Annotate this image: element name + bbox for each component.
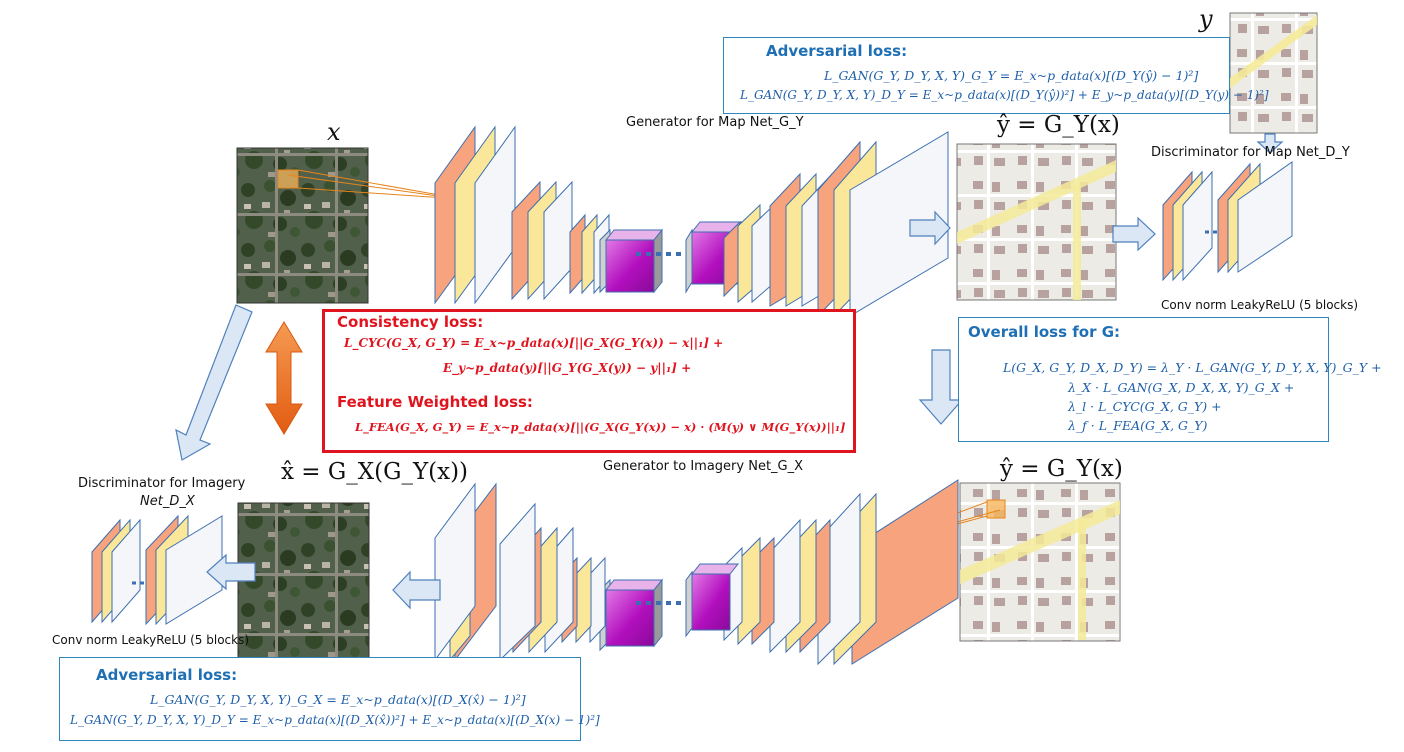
overall-eq2: λ_X · L_GAN(G_X, D_X, X, Y)_G_X + (1068, 380, 1295, 395)
label-discriminator-imagery-2: Net_D_X (140, 494, 195, 509)
discriminator-map-layers (1162, 161, 1293, 282)
overall-loss-box (958, 317, 1329, 442)
consistency-loss-box (322, 309, 856, 453)
generator-map-layers (434, 125, 949, 318)
arrow-gen-to-map-top (909, 210, 951, 246)
label-x-top: x (327, 118, 341, 146)
label-generator-map: Generator for Map Net_G_Y (626, 115, 804, 130)
consistency-eq1: L_CYC(G_X, G_Y) = E_x~p_data(x)[||G_X(G_… (344, 336, 724, 350)
feature-weighted-title: Feature Weighted loss: (337, 393, 533, 411)
adv-bottom-eq1: L_GAN(G_Y, D_Y, X, Y)_G_X = E_x~p_data(x… (150, 692, 526, 707)
arrow-recon-to-disc (206, 553, 256, 591)
label-discriminator-imagery-1: Discriminator for Imagery (78, 476, 246, 491)
reconstructed-aerial-image (237, 502, 370, 659)
consistency-title: Consistency loss: (337, 313, 484, 331)
label-conv-blocks-left: Conv norm LeakyReLU (5 blocks) (52, 633, 250, 647)
label-yhat-bottom: ŷ = G_Y(x) (1000, 456, 1123, 482)
arrow-down-right (918, 349, 964, 425)
adversarial-loss-box-bottom (59, 657, 581, 741)
arrow-input-to-disc (175, 304, 253, 461)
adv-top-eq1: L_GAN(G_Y, D_Y, X, Y)_G_Y = E_x~p_data(x… (824, 68, 1199, 83)
generator-imagery-layers (434, 479, 959, 666)
generated-map-bottom (959, 482, 1121, 642)
overall-eq3: λ_l · L_CYC(G_X, G_Y) + (1068, 399, 1222, 414)
consistency-eq2: E_y~p_data(y)[||G_Y(G_X(y)) − y||₁] + (443, 361, 692, 375)
label-yhat-top: ŷ = G_Y(x) (997, 112, 1120, 138)
discriminator-imagery-layers (91, 514, 223, 626)
overall-title: Overall loss for G: (968, 323, 1121, 341)
overall-eq1: L(G_X, G_Y, D_X, D_Y) = λ_Y · L_GAN(G_Y,… (1003, 360, 1382, 375)
label-discriminator-map: Discriminator for Map Net_D_Y (1151, 145, 1350, 160)
label-generator-imagery: Generator to Imagery Net_G_X (603, 459, 804, 474)
arrow-map-to-disc (1112, 216, 1156, 252)
adv-bottom-title: Adversarial loss: (96, 666, 238, 684)
label-xhat: x̂ = G_X(G_Y(x)) (281, 459, 469, 485)
adv-top-title: Adversarial loss: (766, 42, 908, 60)
arrow-gen-to-recon (392, 570, 441, 610)
adversarial-loss-box-top (723, 37, 1230, 114)
label-conv-blocks-right: Conv norm LeakyReLU (5 blocks) (1161, 298, 1359, 312)
label-y-top: y (1199, 5, 1213, 33)
generated-map-top (956, 143, 1117, 301)
cycle-double-arrow (265, 321, 303, 435)
receptive-field-lines-top (287, 169, 446, 199)
input-aerial-image (236, 147, 369, 304)
real-map-image (1229, 12, 1318, 134)
adv-bottom-eq2: L_GAN(G_Y, D_Y, X, Y)_D_Y = E_x~p_data(x… (70, 713, 600, 727)
adv-top-eq2: L_GAN(G_Y, D_Y, X, Y)_D_Y = E_x~p_data(x… (740, 88, 1269, 102)
overall-eq4: λ_f · L_FEA(G_X, G_Y) (1068, 418, 1208, 433)
arrow-real-to-disc (1256, 133, 1284, 154)
feature-weighted-eq: L_FEA(G_X, G_Y) = E_x~p_data(x)[||(G_X(G… (355, 420, 846, 434)
